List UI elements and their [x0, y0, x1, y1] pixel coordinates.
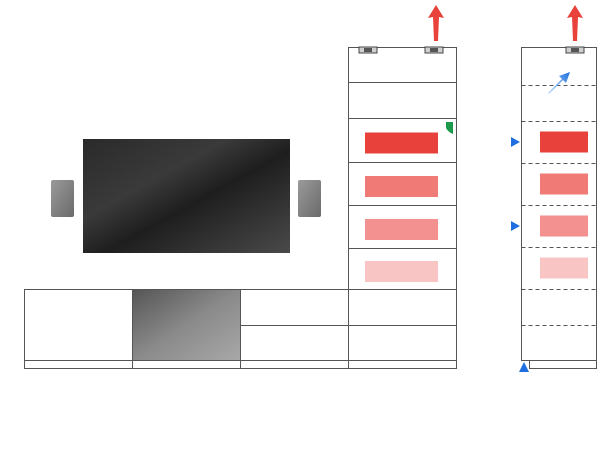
connector-core	[571, 48, 579, 52]
diagonal-arrow-shape	[548, 72, 570, 94]
stack-b-frame	[521, 47, 597, 361]
connector-block-icon	[358, 46, 378, 54]
display-screen	[83, 139, 290, 253]
stack-a-level-bar	[365, 176, 438, 197]
up-arrow-shape	[567, 5, 583, 41]
grid-cell-a	[24, 289, 133, 361]
right-triangle-marker-icon	[511, 137, 520, 147]
stack-a-level-bar	[365, 219, 438, 240]
grid-image-tile	[132, 289, 241, 361]
stack-b-level-bar	[540, 131, 588, 153]
stack-a	[348, 5, 457, 361]
up-arrow-icon	[567, 5, 583, 41]
grid-cell-b-top	[240, 289, 349, 326]
bottom-grid	[24, 289, 457, 369]
grid-cell-c-bottom	[348, 325, 457, 361]
stack-a-level-bar	[365, 261, 438, 282]
stack-a-frame	[348, 47, 457, 361]
stack-b-level-bar	[540, 173, 588, 195]
stack-b	[511, 5, 597, 372]
diagonal-arrow-icon	[548, 72, 570, 94]
left-speaker	[51, 180, 74, 217]
corner-tag-icon	[446, 122, 453, 134]
stack-a-level-bar	[365, 132, 438, 154]
media-area	[51, 139, 321, 253]
grid-cell-c-top	[348, 289, 457, 326]
connector-core	[430, 48, 438, 52]
connector-core	[364, 48, 372, 52]
right-speaker	[298, 180, 321, 217]
stack-b-level-bar	[540, 257, 588, 279]
right-triangle-marker-icon	[511, 221, 520, 231]
connector-block-icon	[565, 46, 585, 54]
up-arrow-icon	[428, 5, 444, 41]
stack-b-base-strip	[529, 360, 597, 369]
up-arrow-shape	[428, 5, 444, 41]
stack-b-level-bar	[540, 215, 588, 237]
connector-block-icon	[424, 46, 444, 54]
up-triangle-marker-icon	[519, 362, 529, 372]
grid-cell-b-bottom	[240, 325, 349, 361]
